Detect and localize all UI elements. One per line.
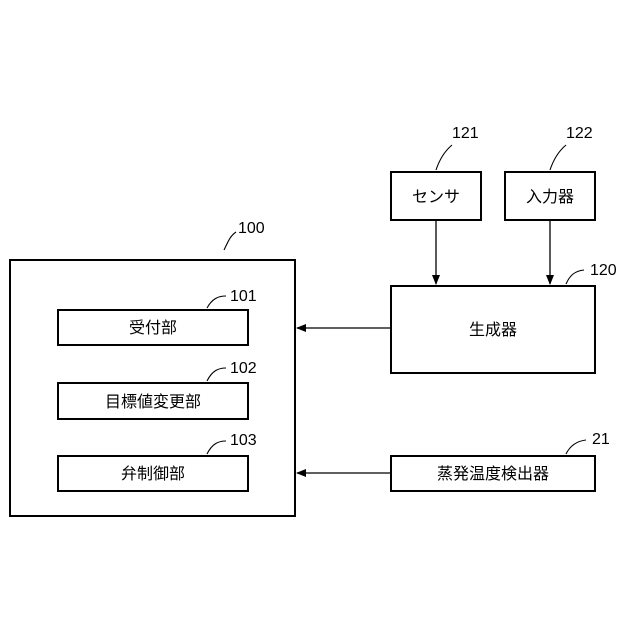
input-device-block: 入力器 122 xyxy=(505,125,595,220)
sensor-block: センサ 121 xyxy=(391,125,481,220)
target-change-unit-label: 目標値変更部 xyxy=(105,392,201,411)
valve-control-unit-label: 弁制御部 xyxy=(121,464,185,483)
receiving-unit-label: 受付部 xyxy=(129,318,177,337)
controller-ref: 100 xyxy=(238,220,265,237)
receiving-unit-ref: 101 xyxy=(230,288,257,305)
generator-ref-leader xyxy=(566,270,584,284)
input-device-label: 入力器 xyxy=(526,187,574,206)
evaporation-temp-detector-ref-leader xyxy=(566,440,586,454)
generator-ref: 120 xyxy=(590,262,617,279)
target-change-unit-ref: 102 xyxy=(230,360,257,377)
input-device-ref: 122 xyxy=(566,125,593,142)
evaporation-temp-detector-ref: 21 xyxy=(592,431,610,448)
generator-block: 生成器 120 xyxy=(391,262,617,373)
sensor-ref-leader xyxy=(436,145,452,170)
controller-ref-leader xyxy=(224,232,236,250)
valve-control-unit-ref: 103 xyxy=(230,432,257,449)
evaporation-temp-detector-label: 蒸発温度検出器 xyxy=(437,464,549,483)
sensor-ref: 121 xyxy=(452,125,479,142)
input-device-ref-leader xyxy=(550,145,566,170)
sensor-label: センサ xyxy=(412,187,460,206)
generator-label: 生成器 xyxy=(469,320,517,339)
evaporation-temp-detector-block: 蒸発温度検出器 21 xyxy=(391,431,610,491)
